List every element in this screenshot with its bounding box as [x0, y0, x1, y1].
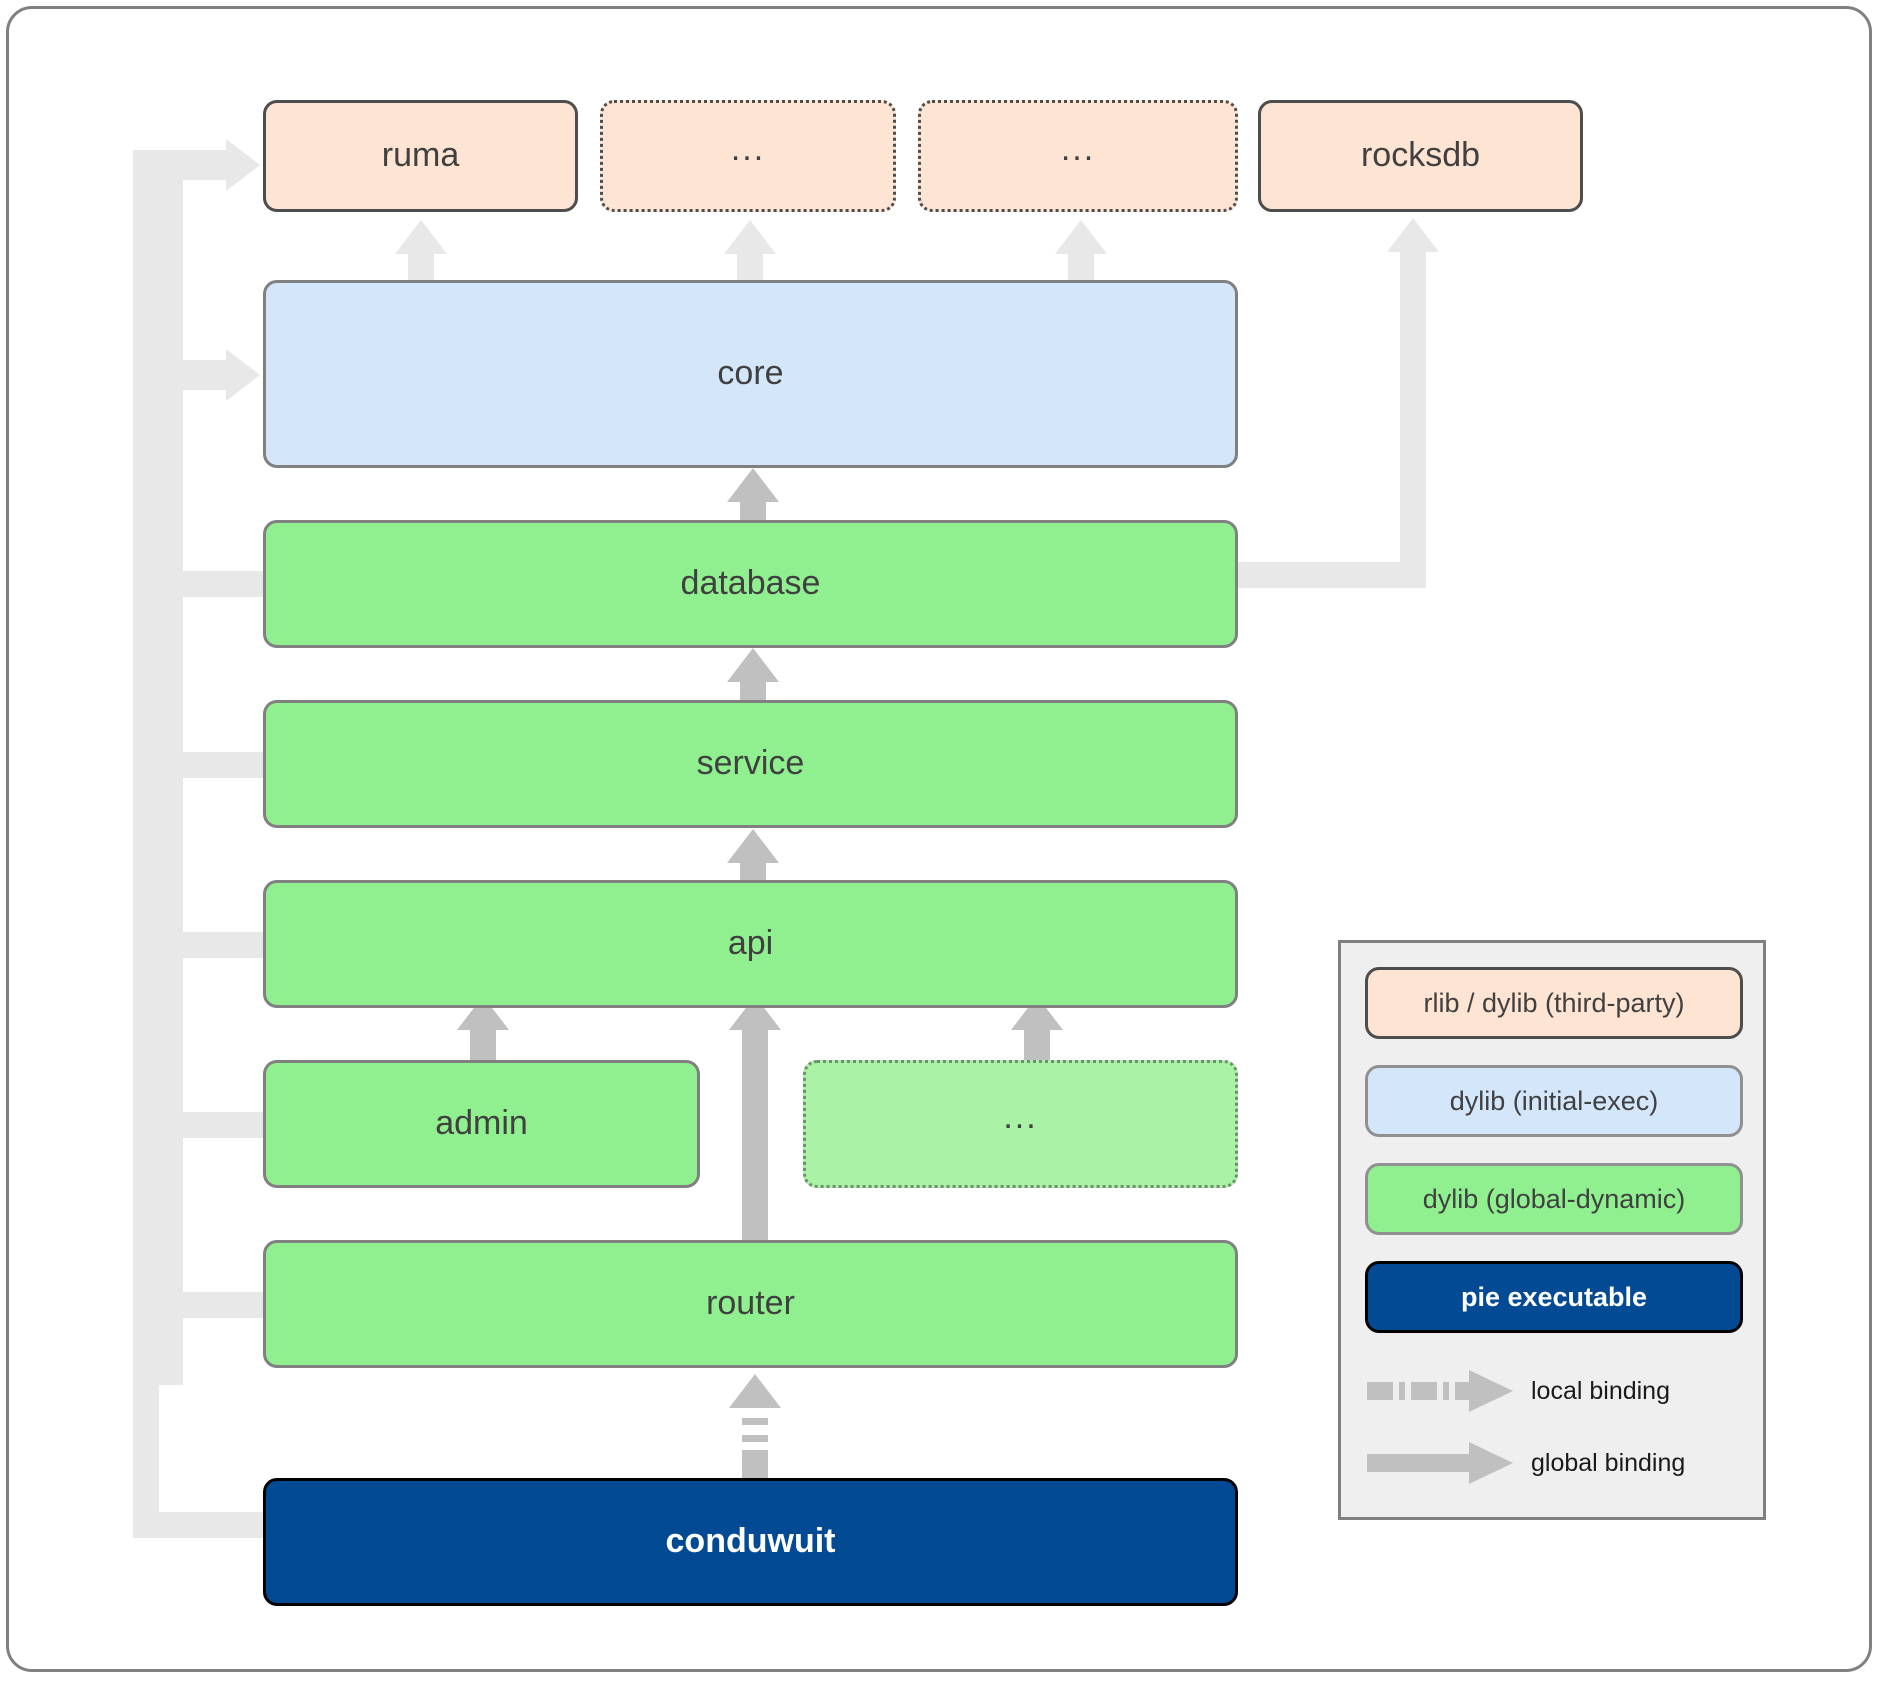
node-conduwuit[interactable]: conduwuit — [263, 1478, 1238, 1606]
arrowhead-conduwuit-to-router — [729, 1374, 781, 1408]
database-to-rocksdb-horizontal — [1236, 562, 1426, 588]
legend-panel: rlib / dylib (third-party) dylib (initia… — [1338, 940, 1766, 1520]
branch-to-admin — [159, 1112, 263, 1138]
legend-chip-global-dynamic: dylib (global-dynamic) — [1365, 1163, 1743, 1235]
arrowhead-core-to-third-b — [1055, 220, 1107, 254]
node-rocksdb-label: rocksdb — [1360, 136, 1481, 175]
arrowhead-database-to-core — [727, 468, 779, 502]
node-third-a-label: ... — [730, 130, 766, 169]
branch-to-api — [159, 932, 263, 958]
trunk-bottom-elbow — [133, 1512, 273, 1538]
arrowhead-api-to-service — [727, 829, 779, 863]
arrowhead-core-to-third-a — [724, 220, 776, 254]
solid-arrow-icon — [1367, 1442, 1513, 1484]
node-core-label: core — [717, 354, 784, 393]
branch-to-database — [159, 571, 263, 597]
branch-to-core — [159, 360, 233, 390]
core-to-third-b-shaft — [1068, 250, 1094, 280]
database-to-rocksdb-vertical — [1400, 250, 1426, 588]
node-router-label: router — [706, 1284, 795, 1323]
legend-row-global-binding: global binding — [1365, 1435, 1747, 1491]
legend-chip-third-party: rlib / dylib (third-party) — [1365, 967, 1743, 1039]
node-database[interactable]: database — [263, 520, 1238, 648]
node-rocksdb[interactable]: rocksdb — [1258, 100, 1583, 212]
node-ruma[interactable]: ruma — [263, 100, 578, 212]
arrowhead-core-to-ruma — [395, 220, 447, 254]
legend-chip-global-dynamic-label: dylib (global-dynamic) — [1422, 1183, 1686, 1214]
arrowhead-to-rocksdb — [1387, 218, 1439, 252]
arrowhead-service-to-database — [727, 648, 779, 682]
legend-local-binding-label: local binding — [1531, 1376, 1670, 1405]
node-core[interactable]: core — [263, 280, 1238, 468]
legend-chip-initial-exec-label: dylib (initial-exec) — [1449, 1085, 1659, 1116]
branch-to-router — [159, 1292, 263, 1318]
legend-chip-initial-exec: dylib (initial-exec) — [1365, 1065, 1743, 1137]
node-third-a[interactable]: ... — [600, 100, 896, 212]
conduwuit-to-router-shaft-seg3 — [742, 1418, 768, 1425]
node-ruma-label: ruma — [381, 136, 460, 175]
database-to-core-shaft — [740, 500, 766, 520]
node-api-label: api — [727, 924, 774, 963]
node-third-b-label: ... — [1060, 130, 1096, 169]
node-service-label: service — [696, 744, 805, 783]
node-plugin-placeholder-label: ... — [1003, 1098, 1038, 1137]
arrowhead-to-ruma — [226, 139, 260, 191]
arrowhead-to-core — [226, 349, 260, 401]
legend-row-local-binding: local binding — [1365, 1363, 1747, 1419]
conduwuit-to-router-shaft-seg2 — [742, 1435, 768, 1442]
conduwuit-to-router-shaft-seg1 — [742, 1450, 768, 1480]
legend-chip-pie-executable: pie executable — [1365, 1261, 1743, 1333]
node-admin-label: admin — [435, 1104, 528, 1143]
node-plugin-placeholder[interactable]: ... — [803, 1060, 1238, 1188]
core-to-ruma-shaft — [408, 250, 434, 280]
branch-to-service — [159, 752, 263, 778]
legend-chip-third-party-label: rlib / dylib (third-party) — [1423, 987, 1685, 1018]
core-to-third-a-shaft — [737, 250, 763, 280]
plugin-to-api-shaft — [1024, 1028, 1050, 1066]
api-to-service-shaft — [740, 861, 766, 881]
node-third-b[interactable]: ... — [918, 100, 1238, 212]
node-router[interactable]: router — [263, 1240, 1238, 1368]
legend-global-binding-label: global binding — [1531, 1448, 1686, 1477]
legend-chip-pie-executable-label: pie executable — [1460, 1281, 1648, 1312]
node-api[interactable]: api — [263, 880, 1238, 1008]
branch-to-ruma — [133, 150, 233, 180]
node-conduwuit-label: conduwuit — [665, 1522, 836, 1561]
admin-to-api-shaft — [470, 1028, 496, 1066]
dashed-arrow-icon — [1367, 1370, 1513, 1412]
node-service[interactable]: service — [263, 700, 1238, 828]
node-admin[interactable]: admin — [263, 1060, 700, 1188]
service-to-database-shaft — [740, 680, 766, 700]
router-to-api-shaft — [742, 1028, 768, 1246]
trunk-vertical-main — [133, 150, 159, 1538]
node-database-label: database — [680, 564, 821, 603]
